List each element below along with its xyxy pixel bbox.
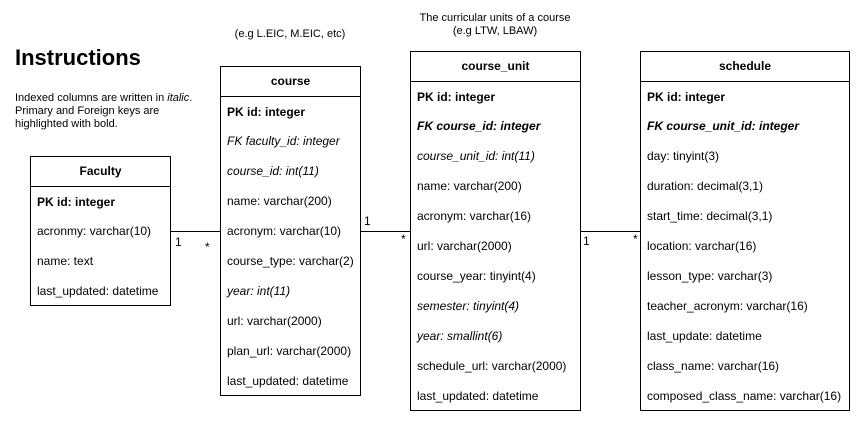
table-row: year: smallint(6) [417, 329, 503, 343]
table-row: name: varchar(200) [417, 179, 522, 193]
table-row: semester: tinyint(4) [417, 299, 520, 313]
course-unit-table-rows: PK id: integer FK course_id: integer cours… [411, 82, 580, 411]
schedule-table-title: schedule [641, 52, 849, 82]
course-course-unit-many-label: * [401, 232, 406, 246]
course-table[interactable]: course PK id: integer FK faculty_id: inte… [220, 66, 361, 396]
table-row: name: varchar(200) [227, 194, 332, 208]
table-row: last_update: datetime [647, 329, 762, 343]
table-row: name: text [37, 254, 94, 268]
table-row: course_year: tinyint(4) [417, 269, 536, 283]
course-unit-table-title: course_unit [411, 52, 580, 82]
faculty-table-rows: PK id: integer acronmy: varchar(10) name: … [31, 187, 170, 306]
table-row: location: varchar(16) [647, 239, 757, 253]
table-row: class_name: varchar(16) [647, 359, 780, 373]
table-row: teacher_acronym: varchar(16) [647, 299, 808, 313]
table-row: day: tinyint(3) [647, 149, 720, 163]
instructions-text-italic: italic [167, 92, 190, 104]
table-row: PK id: integer [647, 90, 726, 104]
table-row: acronym: varchar(16) [417, 209, 532, 223]
table-row: lesson_type: varchar(3) [647, 269, 773, 283]
faculty-course-many-label: * [205, 240, 210, 254]
table-row: acronym: varchar(10) [227, 224, 342, 238]
course-table-title: course [221, 67, 360, 97]
table-row: plan_url: varchar(2000) [227, 344, 352, 358]
faculty-table-title: Faculty [31, 157, 170, 187]
faculty-table[interactable]: Faculty PK id: integer acronmy: varchar(1… [30, 156, 171, 306]
table-row: url: varchar(2000) [417, 239, 512, 253]
table-row: last_updated: datetime [37, 284, 159, 298]
table-row: course_type: varchar(2) [227, 254, 354, 268]
course-table-rows: PK id: integer FK faculty_id: integer cour… [221, 97, 360, 396]
table-row: course_unit_id: int(11) [417, 149, 535, 163]
table-row: PK id: integer [37, 195, 116, 209]
instructions-heading: Instructions [15, 45, 141, 70]
schedule-table-rows: PK id: integer FK course_unit_id: integer… [641, 82, 849, 411]
course-unit-schedule-many-label: * [633, 232, 638, 246]
course-unit-note: The curricular units of a course (e.g LT… [395, 12, 595, 38]
table-row: FK course_id: integer [417, 119, 541, 133]
course-unit-schedule-one-label: 1 [583, 234, 590, 248]
course-unit-table[interactable]: course_unit PK id: integer FK course_id: … [410, 51, 581, 411]
table-row: PK id: integer [227, 105, 306, 119]
faculty-course-relation [171, 231, 220, 232]
table-row: course_id: int(11) [227, 164, 319, 178]
table-row: start_time: decimal(3,1) [647, 209, 773, 223]
course-unit-note-line1: The curricular units of a course [419, 12, 571, 24]
table-row: FK faculty_id: integer [227, 134, 340, 148]
table-row: PK id: integer [417, 90, 496, 104]
course-note: (e.g L.EIC, M.EIC, etc) [234, 28, 346, 40]
table-row: acronmy: varchar(10) [37, 224, 152, 238]
instructions-text: Indexed columns are written in italic. P… [15, 92, 215, 131]
instructions-text-pre: Indexed columns are written in [15, 92, 168, 104]
table-row: composed_class_name: varchar(16) [647, 389, 842, 403]
table-row: schedule_url: varchar(2000) [417, 359, 567, 373]
instructions-text-post: . Primary and Foreign keys are highlight… [15, 92, 193, 130]
table-row: url: varchar(2000) [227, 314, 322, 328]
table-row: year: int(11) [227, 284, 291, 298]
faculty-course-one-label: 1 [175, 235, 182, 249]
course-unit-schedule-relation [581, 231, 640, 232]
course-course-unit-relation [361, 231, 410, 232]
schedule-table[interactable]: schedule PK id: integer FK course_unit_id… [640, 51, 850, 411]
course-course-unit-one-label: 1 [364, 214, 371, 228]
course-unit-note-line2: (e.g LTW, LBAW) [452, 25, 538, 37]
table-row: duration: decimal(3,1) [647, 179, 764, 193]
table-row: last_updated: datetime [227, 374, 349, 388]
table-row: FK course_unit_id: integer [647, 119, 800, 133]
table-row: last_updated: datetime [417, 389, 539, 403]
